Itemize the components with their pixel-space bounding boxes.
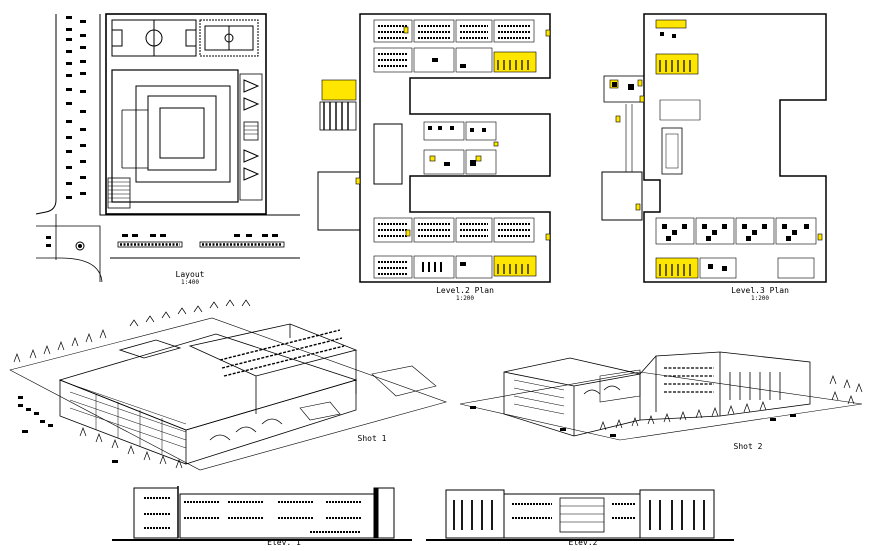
elev1-label: Elev. 1	[254, 538, 314, 547]
level2-scale: 1:200	[455, 295, 475, 302]
parking-cars-left	[46, 16, 278, 247]
shot2-title: Shot 2	[733, 442, 763, 451]
level3-title: Level.3 Plan	[731, 286, 789, 295]
elevation-2-drawing	[426, 489, 734, 541]
shot1-label: Shot 1	[346, 434, 398, 443]
shot2-isometric-view	[459, 351, 863, 441]
layout-title: Layout	[175, 270, 205, 279]
level3-floor-plan	[601, 13, 827, 283]
layout-site-plan	[35, 13, 300, 283]
level2-label: Level.2 Plan 1:200	[425, 286, 505, 302]
elevation-1-drawing	[112, 486, 412, 541]
level2-floor-plan	[317, 13, 551, 283]
layout-label: Layout 1:400	[160, 270, 220, 286]
level3-scale: 1:200	[750, 295, 770, 302]
elev1-title: Elev. 1	[267, 538, 301, 547]
shot1-isometric-view	[9, 299, 447, 471]
shot2-label: Shot 2	[722, 442, 774, 451]
shot1-title: Shot 1	[357, 434, 387, 443]
layout-scale: 1:400	[180, 279, 200, 286]
elev2-label: Elev.2	[553, 538, 613, 547]
elev2-title: Elev.2	[568, 538, 598, 547]
level2-title: Level.2 Plan	[436, 286, 494, 295]
level3-label: Level.3 Plan 1:200	[720, 286, 800, 302]
